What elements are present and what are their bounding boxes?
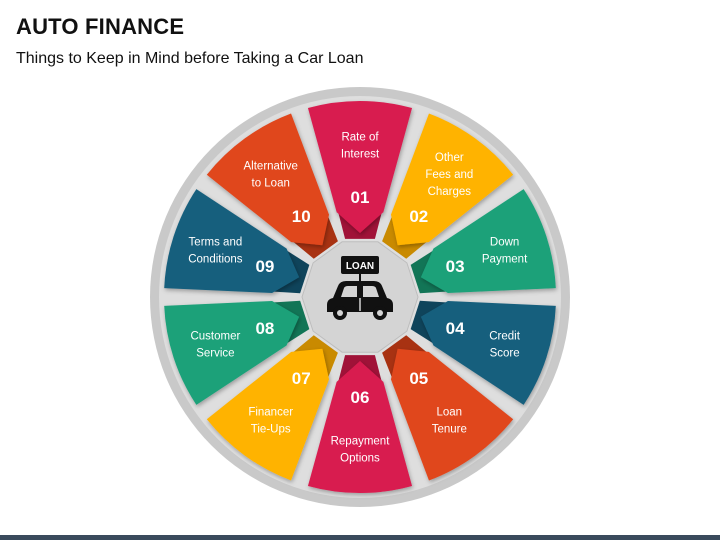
segment-04-label: Credit — [489, 331, 520, 343]
segment-08-label: Service — [196, 348, 234, 360]
segment-07 — [206, 348, 330, 481]
segment-04-label: Score — [490, 348, 520, 360]
segment-09 — [164, 189, 300, 294]
segment-08-label: Customer — [190, 331, 240, 343]
segment-09-label: Terms and — [189, 237, 243, 249]
segment-07-label: Financer — [248, 407, 293, 419]
segment-05-number: 05 — [409, 369, 428, 388]
segment-03-number: 03 — [446, 257, 465, 276]
segment-01-number: 01 — [351, 188, 370, 207]
page-subtitle: Things to Keep in Mind before Taking a C… — [16, 50, 364, 67]
segment-02-number: 02 — [409, 207, 428, 226]
page-title: AUTO FINANCE — [16, 14, 185, 39]
car-loan-icon: LOAN — [327, 256, 393, 320]
segment-01-label: Interest — [341, 149, 380, 161]
segment-06-number: 06 — [351, 388, 370, 407]
segment-04 — [420, 300, 556, 405]
segment-01 — [307, 101, 413, 234]
segment-06-label: Repayment — [331, 436, 391, 448]
segment-08-number: 08 — [255, 319, 274, 338]
segment-01-label: Rate of — [341, 132, 379, 144]
segment-03-label: Down — [490, 237, 519, 249]
segment-10-number: 10 — [292, 207, 311, 226]
segment-07-number: 07 — [292, 369, 311, 388]
segment-02-label: Other — [435, 152, 464, 164]
segment-10-label: Alternative — [244, 161, 298, 173]
segment-06 — [307, 361, 413, 494]
segment-05-label: Loan — [437, 407, 463, 419]
segment-03-label: Payment — [482, 254, 528, 266]
segment-07-label: Tie-Ups — [251, 424, 291, 436]
segment-02-label: Charges — [428, 186, 472, 198]
segment-03 — [420, 189, 556, 294]
segment-05 — [390, 348, 514, 481]
segment-04-number: 04 — [446, 319, 465, 338]
loan-sign — [341, 256, 379, 274]
segment-06-label: Options — [340, 453, 380, 465]
footer-bar — [0, 535, 720, 540]
segment-05-label: Tenure — [432, 424, 467, 436]
segment-10 — [206, 113, 330, 246]
segment-02-label: Fees and — [425, 169, 473, 181]
segment-02 — [390, 113, 514, 246]
segment-10-label: to Loan — [252, 178, 290, 190]
segment-09-label: Conditions — [188, 254, 243, 266]
segment-09-number: 09 — [255, 257, 274, 276]
segment-08 — [164, 300, 300, 405]
loan-sign-text: LOAN — [346, 261, 374, 272]
